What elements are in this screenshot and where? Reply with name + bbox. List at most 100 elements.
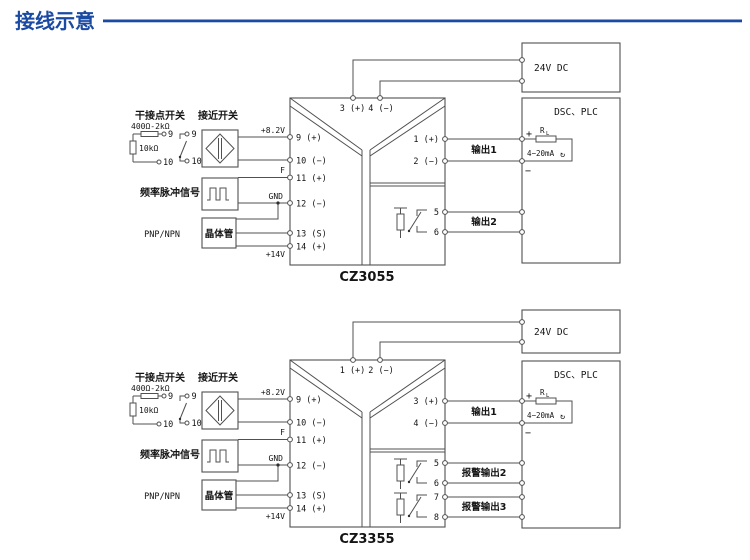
isolation-divider <box>289 97 446 265</box>
module-right-terminal-label: 5 <box>434 208 439 218</box>
plus-label: + <box>526 129 532 140</box>
supply-14v-label: +14V <box>266 250 285 259</box>
shunt-resistor <box>129 140 137 155</box>
loop-current-label: 4−20mA <box>527 149 555 158</box>
module-top-terminal-label: 2 (−) <box>368 366 394 376</box>
node-9-label: 9 <box>168 130 173 140</box>
load-resistor-sub: L <box>546 393 550 399</box>
gnd-junction-dot <box>276 201 280 205</box>
transistor-box <box>201 217 237 249</box>
proximity-sensor-symbol <box>201 391 239 430</box>
relay-coil <box>396 464 405 482</box>
pulse-signal-symbol <box>201 439 239 473</box>
diagram-cz3355: 400Ω-2kΩ 10kΩ 9 10 9 10 干接点开关 接近开关 +8.2V… <box>129 309 621 547</box>
node-circle <box>184 158 190 164</box>
node-circle <box>184 420 190 426</box>
proximity-sensor-symbol <box>201 129 239 168</box>
module-left-terminal-label: 9 (+) <box>296 396 322 406</box>
loop-current-label: 4−20mA <box>527 411 555 420</box>
minus-label: − <box>525 428 531 439</box>
node-9-label: 9 <box>192 130 197 140</box>
relay-contact-symbol <box>394 207 427 238</box>
node-circle <box>156 159 162 165</box>
wires-cz3055 <box>132 59 573 247</box>
pulse-box <box>201 439 239 473</box>
plc-label: DSC、PLC <box>554 370 598 381</box>
output1-label: 输出1 <box>471 144 497 156</box>
loop-arrow-icon: ↻ <box>560 412 565 422</box>
transistor-symbol: 晶体管 <box>201 479 237 511</box>
terminal-circles-cz3055 <box>287 57 525 249</box>
loop-arrow-icon: ↻ <box>560 150 565 160</box>
module-right-terminal-label: 5 <box>434 459 439 469</box>
pulse-signal-symbol <box>201 177 239 211</box>
proximity-sensor-box <box>201 391 239 430</box>
title-rule <box>103 19 742 23</box>
freq-pulse-signal-label: 频率脉冲信号 <box>140 448 200 461</box>
dry-contact-circuit: 400Ω-2kΩ 10kΩ 9 10 9 10 <box>129 384 202 430</box>
isolator-module-cz3055: 3 (+) 4 (−) 9 (+) 10 (−) 11 (+) 12 (−) 1… <box>289 97 446 266</box>
power-box-outline <box>521 309 621 354</box>
pulse-wave-icon <box>207 187 229 201</box>
module-left-terminal-label: 11 (+) <box>296 436 327 446</box>
gnd-junction-dot <box>276 463 280 467</box>
relay-contact-symbol <box>394 458 427 489</box>
contact-pivot-dot <box>178 417 182 421</box>
module-right-terminal-label: 3 (+) <box>413 397 439 407</box>
page-title: 接线示意 <box>15 9 95 33</box>
module-left-terminal-label: 13 (S) <box>296 230 327 240</box>
pulse-wave-icon <box>207 449 229 463</box>
freq-pulse-signal-label: 频率脉冲信号 <box>140 186 200 199</box>
dry-contact-circuit: 400Ω-2kΩ 10kΩ 9 10 9 10 <box>129 122 202 168</box>
load-resistor-label: R <box>540 126 545 135</box>
module-model-label: CZ3355 <box>339 532 394 547</box>
f-label: F <box>280 428 285 437</box>
pulse-box <box>201 177 239 211</box>
transistor-label: 晶体管 <box>205 490 234 502</box>
resistor-range-label: 400Ω-2kΩ <box>131 122 170 131</box>
relay-contact-lines <box>394 207 427 238</box>
load-resistor <box>535 397 557 405</box>
supply-8v2-label: +8.2V <box>261 388 285 397</box>
gnd-label: GND <box>269 192 284 201</box>
shunt-resistor-label: 10kΩ <box>139 144 158 153</box>
alarm-output2-label: 报警输出2 <box>462 467 507 479</box>
load-resistor <box>535 135 557 143</box>
node-9-label: 9 <box>192 392 197 402</box>
relay-coil <box>396 498 405 516</box>
node-10-label: 10 <box>163 420 173 430</box>
relay-coil <box>396 213 405 231</box>
load-resistor-sub: L <box>546 131 550 137</box>
module-right-terminal-label: 6 <box>434 479 439 489</box>
power-supply-box: 24V DC <box>521 42 621 93</box>
module-left-terminal-label: 13 (S) <box>296 492 327 502</box>
f-label: F <box>280 166 285 175</box>
module-left-terminal-label: 12 (−) <box>296 462 327 472</box>
terminal-circles-cz3355 <box>287 319 525 520</box>
module-left-terminal-label: 10 (−) <box>296 157 327 167</box>
module-top-terminal-label: 1 (+) <box>340 366 366 376</box>
resistor-range-label: 400Ω-2kΩ <box>131 384 170 393</box>
isolation-divider <box>289 359 446 527</box>
page-header: 接线示意 <box>15 9 742 33</box>
proximity-diamond-icon <box>205 133 235 164</box>
module-left-terminal-label: 11 (+) <box>296 174 327 184</box>
shunt-resistor <box>129 402 137 417</box>
shunt-resistor-label: 10kΩ <box>139 406 158 415</box>
series-resistor <box>140 393 159 399</box>
relay-contact-lines <box>394 492 427 523</box>
relay-pivot-dot <box>407 229 411 233</box>
pnp-npn-label: PNP/NPN <box>144 492 180 502</box>
power-supply-label: 24V DC <box>534 327 568 338</box>
module-left-terminal-label: 14 (+) <box>296 505 327 515</box>
plus-label: + <box>526 391 532 402</box>
node-10-label: 10 <box>163 158 173 168</box>
plc-box: DSC、PLC + R L 4−20mA ↻ − <box>521 360 621 529</box>
minus-label: − <box>525 166 531 177</box>
relay-contact-symbol <box>394 492 427 523</box>
proximity-diamond-icon <box>205 395 235 426</box>
load-resistor-label: R <box>540 388 545 397</box>
module-top-terminal-label: 4 (−) <box>368 104 394 114</box>
node-circle <box>184 131 190 137</box>
